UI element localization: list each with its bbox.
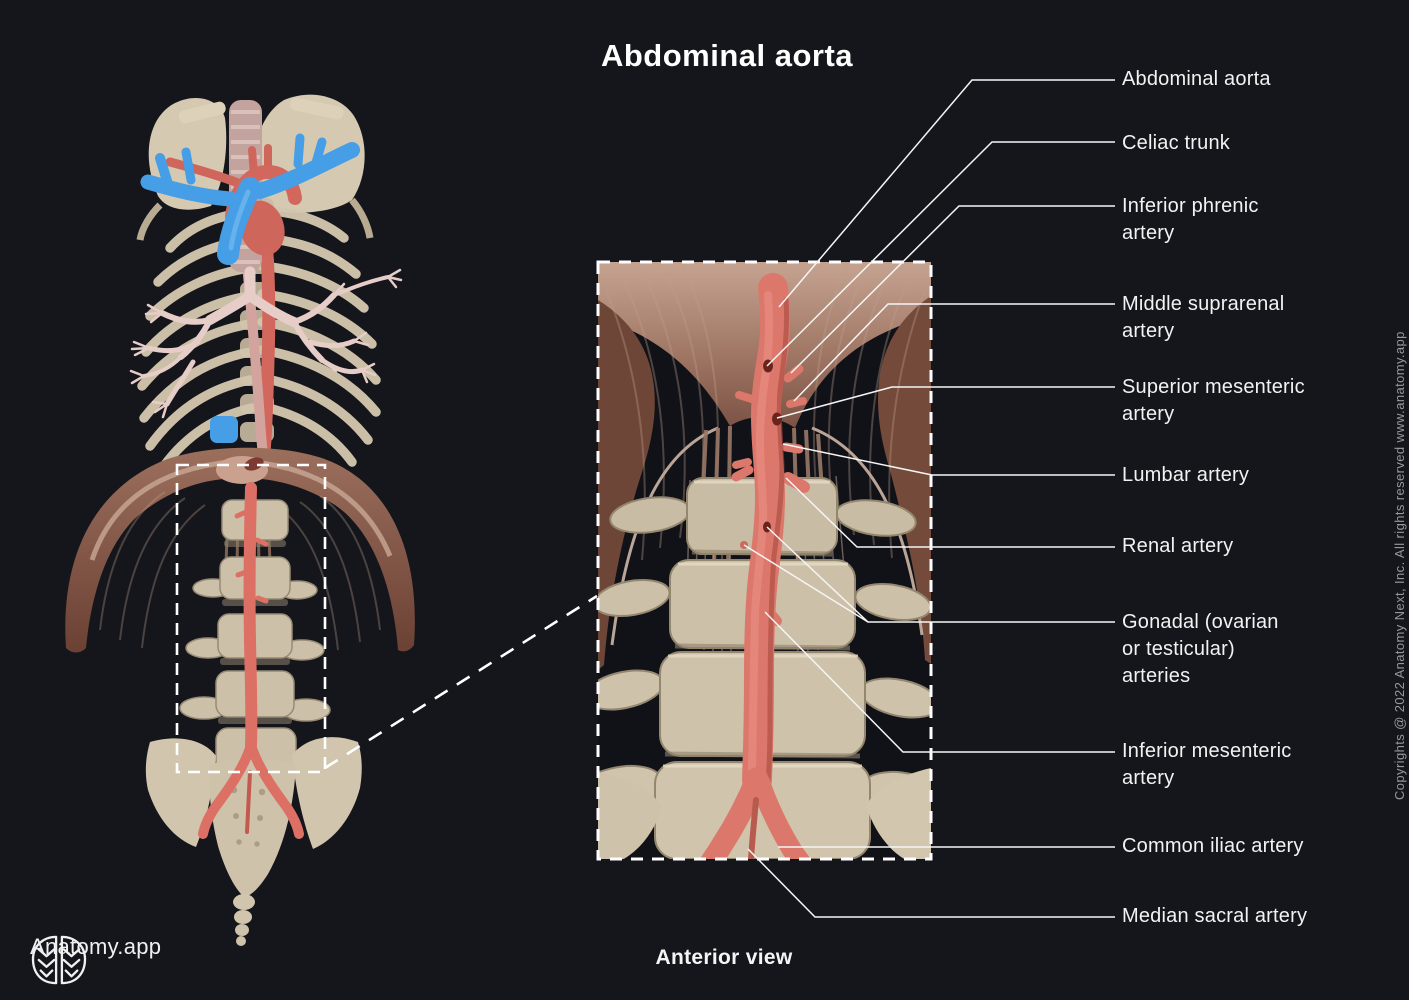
label-gonadal-arteries: Gonadal (ovarian or testicular) arteries <box>1122 611 1279 687</box>
leader-middle-suprarenal <box>793 303 1115 402</box>
leader-celiac-trunk <box>766 141 1115 367</box>
leader-abdominal-aorta <box>778 79 1115 308</box>
label-superior-mesenteric-artery: Superior mesenteric artery <box>1122 376 1305 425</box>
bronchial-tree <box>129 266 403 419</box>
label-celiac-trunk: Celiac trunk <box>1122 132 1230 154</box>
zoom-panel-box <box>596 260 933 861</box>
label-lumbar-artery: Lumbar artery <box>1122 464 1250 486</box>
abdominal-aorta-small <box>198 482 304 839</box>
zoom-panel-figure <box>598 262 931 859</box>
diaphragm <box>65 447 415 653</box>
label-common-iliac-artery: Common iliac artery <box>1122 835 1304 857</box>
zoom-connector-line <box>324 594 598 770</box>
brand-lockup: Anatomy.app <box>30 934 161 985</box>
panel-abdominal-aorta <box>700 273 811 859</box>
copyright-text: Copyrights @ 2022 Anatomy Next, Inc. All… <box>1392 331 1407 800</box>
label-abdominal-aorta: Abdominal aorta <box>1122 68 1271 90</box>
leader-lines <box>743 79 1115 918</box>
leader-renal <box>785 477 1115 548</box>
detail-source-box <box>175 463 327 774</box>
label-middle-suprarenal-artery: Middle suprarenal artery <box>1122 293 1285 342</box>
label-median-sacral-artery: Median sacral artery <box>1122 905 1308 927</box>
leader-lumbar <box>782 443 1115 476</box>
leader-median-sacral <box>747 848 1115 918</box>
leader-superior-mesenteric <box>776 386 1115 419</box>
leader-gonadal-2 <box>743 544 869 623</box>
label-inferior-phrenic-artery: Inferior phrenic artery <box>1122 195 1259 244</box>
page-title: Abdominal aorta <box>600 38 854 73</box>
label-renal-artery: Renal artery <box>1122 535 1234 557</box>
label-inferior-mesenteric-artery: Inferior mesenteric artery <box>1122 740 1292 789</box>
leader-inferior-phrenic <box>790 205 1115 374</box>
azygos-stub <box>210 416 238 443</box>
view-label: Anterior view <box>655 946 793 969</box>
torso-figure <box>65 94 415 946</box>
vena-cava-veins <box>140 133 360 265</box>
brain-icon <box>31 935 87 985</box>
panel-vertebrae <box>598 477 931 859</box>
leader-inferior-mesenteric <box>764 611 1115 753</box>
